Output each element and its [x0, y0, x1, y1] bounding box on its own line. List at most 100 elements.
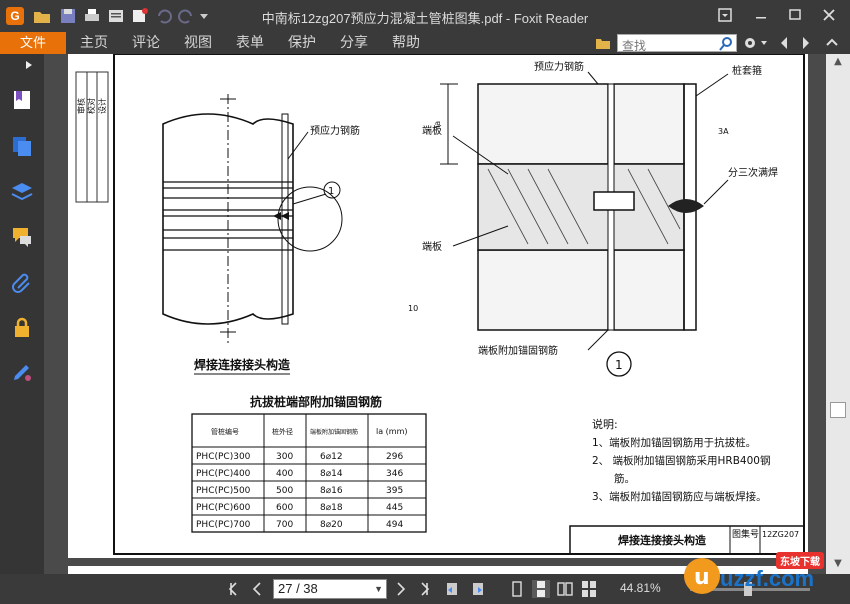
next-pdf-page[interactable] — [68, 566, 808, 574]
titleblock-name: 焊接连接接头构造 — [618, 533, 707, 547]
menu-protect[interactable]: 保护 — [288, 34, 316, 50]
search-input[interactable] — [618, 38, 714, 54]
sheet-border — [113, 54, 805, 555]
weld-note-label: 分三次满焊 — [728, 166, 778, 179]
titleblock-atlas-no: 12ZG207 — [762, 530, 799, 539]
cell-r4-c1: PHC(PC)600 — [196, 503, 251, 513]
previous-view-icon[interactable] — [776, 35, 792, 51]
title-bar: G 中南标12zg207预应力混凝土管桩图集.pdf - Foxit Reade… — [0, 0, 850, 32]
window-title: 中南标12zg207预应力混凝土管桩图集.pdf - Foxit Reader — [261, 11, 589, 26]
comments-icon[interactable] — [10, 224, 34, 248]
search-icon[interactable] — [718, 36, 734, 52]
continuous-facing-icon[interactable] — [580, 580, 598, 598]
undo-icon[interactable] — [154, 6, 174, 26]
page-number-field[interactable]: 27 / 38 ▼ — [273, 579, 387, 599]
scroll-down-icon[interactable]: ▼ — [834, 558, 842, 569]
search-box[interactable] — [617, 34, 737, 54]
document-view[interactable]: 审核 校对 设计 — [44, 54, 826, 574]
end-plate-top-label: 端板 — [422, 124, 442, 137]
redo-icon[interactable] — [176, 6, 196, 26]
bookmark-icon[interactable] — [10, 88, 34, 112]
notes-title: 说明: — [592, 417, 618, 431]
vertical-scrollbar[interactable]: ▲ ▼ — [826, 54, 850, 574]
stamp-design: 设计 — [97, 98, 107, 114]
anchor-bar-table: 抗拔桩端部附加锚固钢筋 管桩编号 桩外径 端板附加锚固钢筋 la (mm) PH… — [191, 394, 427, 533]
open-folder-icon[interactable] — [32, 6, 52, 26]
menu-file[interactable]: 文件 — [0, 32, 66, 54]
cell-r3-c4: 395 — [386, 486, 403, 496]
watermark-text: uzzf.com — [720, 566, 815, 591]
next-view-bottom-icon[interactable] — [468, 580, 486, 598]
cell-r2-c3: 8⌀14 — [320, 469, 343, 479]
left-callout-number: 1 — [328, 186, 334, 197]
th-la: la (mm) — [376, 427, 408, 436]
next-page-icon[interactable] — [392, 580, 410, 598]
properties-icon[interactable] — [106, 6, 126, 26]
page-thumbnails-icon[interactable] — [10, 134, 34, 158]
left-prestress-bar-label: 预应力钢筋 — [310, 124, 360, 137]
page-dropdown-icon[interactable]: ▼ — [374, 584, 383, 594]
left-drawing-caption: 焊接连接接头构造 — [194, 357, 291, 372]
dim-left-label: 10 — [408, 304, 418, 313]
gear-dropdown-icon[interactable] — [760, 38, 768, 48]
next-view-icon[interactable] — [798, 35, 814, 51]
save-icon[interactable] — [58, 6, 78, 26]
cell-r1-c2: 300 — [276, 452, 293, 462]
th-pile-no: 管桩编号 — [211, 427, 239, 436]
cell-r4-c3: 8⌀18 — [320, 503, 343, 513]
notes-block: 说明: 1、端板附加锚固钢筋用于抗拔桩。 2、 端板附加锚固钢筋采用HRB400… — [592, 417, 770, 503]
previous-page-icon[interactable] — [248, 580, 266, 598]
customize-dropdown-icon[interactable] — [198, 6, 210, 26]
snapshot-icon[interactable] — [130, 6, 150, 26]
layers-icon[interactable] — [10, 180, 34, 204]
folder-search-icon[interactable] — [595, 35, 611, 51]
zoom-slider-handle[interactable] — [744, 582, 752, 596]
cell-r1-c3: 6⌀12 — [320, 452, 343, 462]
print-icon[interactable] — [82, 6, 102, 26]
foxit-logo-icon[interactable]: G — [6, 7, 24, 25]
page-number-value: 27 / 38 — [278, 581, 318, 596]
menu-help[interactable]: 帮助 — [392, 34, 420, 50]
collapse-ribbon-icon[interactable] — [824, 35, 840, 51]
close-icon[interactable] — [816, 4, 842, 26]
cell-r5-c3: 8⌀20 — [320, 520, 343, 530]
menu-home[interactable]: 主页 — [80, 34, 108, 50]
menu-view[interactable]: 视图 — [184, 34, 212, 50]
minimize-icon[interactable] — [748, 4, 774, 26]
scrollbar-thumb[interactable] — [830, 402, 846, 418]
expand-panel-icon[interactable] — [24, 60, 34, 70]
cell-r4-c2: 600 — [276, 503, 293, 513]
pdf-page[interactable]: 审核 校对 设计 — [68, 54, 808, 558]
dim-la-label: la — [433, 121, 442, 128]
facing-page-icon[interactable] — [556, 580, 574, 598]
ribbon-options-icon[interactable] — [712, 4, 738, 26]
note-3: 3、端板附加锚固钢筋应与端板焊接。 — [592, 490, 767, 503]
menu-form[interactable]: 表单 — [236, 34, 264, 50]
first-page-icon[interactable] — [224, 580, 242, 598]
stamp-review: 审核 — [76, 98, 86, 114]
watermark: u 东坡下载 uzzf.com — [680, 548, 848, 598]
cell-r3-c2: 500 — [276, 486, 293, 496]
maximize-icon[interactable] — [782, 4, 808, 26]
continuous-page-icon[interactable] — [532, 580, 550, 598]
last-page-icon[interactable] — [416, 580, 434, 598]
pile-elevation-drawing: 1 预应力钢筋 焊接连接接头构造 — [162, 94, 360, 375]
scroll-up-icon[interactable]: ▲ — [834, 56, 842, 67]
menu-comment[interactable]: 评论 — [132, 34, 160, 50]
menu-share[interactable]: 分享 — [340, 34, 368, 50]
signature-pen-icon[interactable] — [10, 360, 34, 384]
cell-r2-c1: PHC(PC)400 — [196, 469, 251, 479]
anchor-bar-label: 端板附加锚固钢筋 — [478, 344, 558, 357]
security-lock-icon[interactable] — [10, 316, 34, 340]
table-title: 抗拔桩端部附加锚固钢筋 — [250, 394, 382, 409]
approval-stamp: 审核 校对 设计 — [75, 71, 109, 203]
right-callout-number: 1 — [615, 358, 623, 372]
single-page-icon[interactable] — [508, 580, 526, 598]
gear-icon[interactable] — [742, 35, 758, 51]
attachments-icon[interactable] — [10, 270, 34, 294]
uzzf-logo-icon: u — [684, 558, 720, 594]
note-2: 2、 端板附加锚固钢筋采用HRB400钢 — [592, 454, 770, 467]
previous-view-bottom-icon[interactable] — [444, 580, 462, 598]
cell-r2-c4: 346 — [386, 469, 403, 479]
